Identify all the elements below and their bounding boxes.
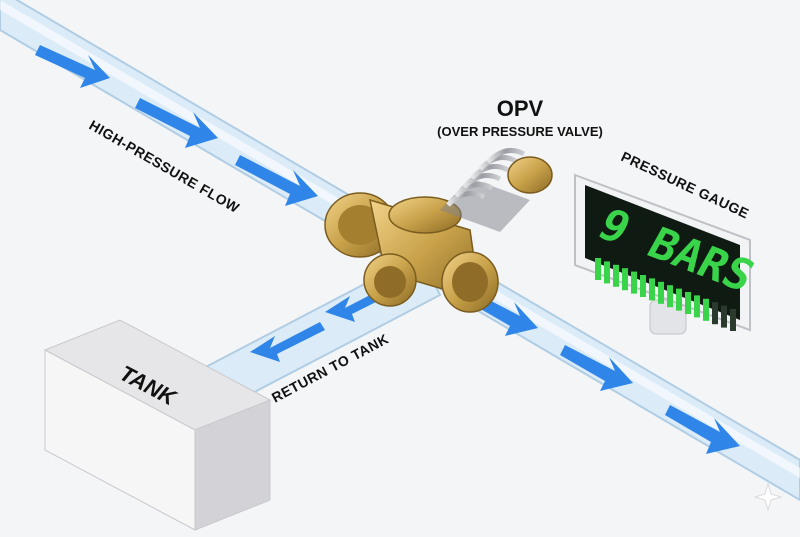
arrow-icon [250,322,325,362]
tank [43,319,272,531]
gauge-level-bar [622,268,628,291]
gauge-level-bar [730,309,736,331]
gauge-level-bar [676,288,682,311]
arrow-icon [35,45,110,88]
gauge-level-bar [667,285,673,308]
flow-arrows-main [35,45,740,454]
gauge-level-bar [604,261,610,284]
gauge-level-bars [595,258,736,331]
gauge-level-bar [694,295,700,318]
valve-body [324,192,499,313]
opv-subtitle: (OVER PRESSURE VALVE) [437,124,603,139]
gauge-level-bar [703,298,709,321]
gauge-level-bar [649,278,655,301]
arrow-icon [665,405,740,454]
gauge-level-bar [721,305,727,328]
arrow-icon [135,98,218,148]
gauge-level-bar [631,271,637,294]
gauge-level-bar [712,302,718,325]
gauge-level-bar [658,281,664,304]
gauge-level-bar [595,258,601,280]
gauge-level-bar [613,264,619,287]
gauge-level-bar [685,292,691,314]
valve-spring [440,147,553,232]
arrow-icon [560,345,633,391]
pressure-gauge: 9 BARS [574,173,763,335]
arrow-icon [235,155,318,206]
sparkle-icon [753,482,783,512]
gauge-level-bar [640,275,646,297]
opv-title: OPV [497,96,544,121]
